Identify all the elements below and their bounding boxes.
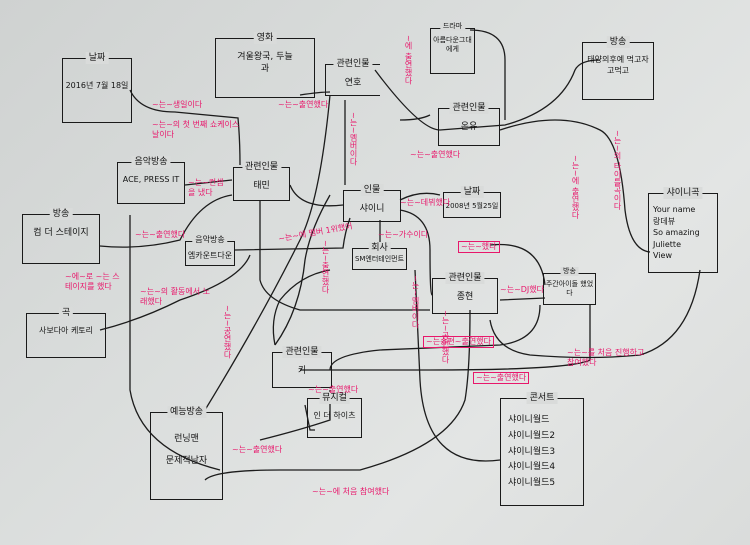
concert-item: 샤이니월드4 — [508, 462, 556, 473]
relation-label: ~는~데뷔했다 — [400, 198, 451, 207]
node-value: 종현 — [456, 292, 474, 302]
node-broadcast-stage: 방송 컴 더 스테이지 — [22, 208, 100, 264]
relation-label: ~는~출연했다 — [278, 100, 329, 109]
node-value: 태양의후예 먹고자고먹고 — [587, 55, 649, 75]
relation-label: ~는~에 처음 참여했다 — [312, 487, 390, 496]
relation-label: ~는~멤버이다 — [411, 275, 420, 329]
node-category: 샤이니곡 — [663, 187, 703, 200]
node-category: 관련인물 — [241, 161, 282, 174]
relation-label: ~에 출연했다 — [404, 35, 413, 85]
node-person-jonghyun: 관련인물 종현 — [432, 272, 498, 314]
relation-label: ~는~출연했다 — [473, 372, 530, 384]
node-broadcast-dots: 방송 태양의후예 먹고자고먹고 — [582, 36, 654, 100]
relation-label: ~는~DJ했다 — [500, 285, 545, 294]
node-category: 콘서트 — [526, 392, 558, 405]
node-drama: 드라마 아름다운그대에게 — [430, 22, 475, 74]
node-category: 방송 — [49, 208, 73, 221]
node-value: 2016년 7월 18일 — [65, 81, 129, 90]
node-company: 회사 SM엔터테인먼트 — [352, 242, 407, 270]
node-value: 컴 더 스테이지 — [33, 228, 89, 238]
node-group-shinee: 인물 샤이니 — [343, 184, 401, 222]
node-category: 관련인물 — [449, 102, 489, 115]
node-category: 인물 — [360, 184, 384, 197]
node-category: 방송 — [560, 267, 579, 277]
concert-item: 샤이니월드5 — [508, 478, 556, 488]
node-person-onew: 관련인물 온유 — [438, 102, 500, 146]
node-person-yeonho: 관련인물 연호 — [325, 58, 380, 96]
relation-label: ~는~출연했다 — [308, 385, 359, 394]
concert-item: 샤이니월드3 — [508, 446, 556, 457]
relation-label: ~는~생일이다 — [152, 100, 203, 109]
node-value: 겨울왕국, 두늘과 — [237, 52, 293, 75]
relation-label: ~는~출연했다 — [135, 230, 186, 239]
concert-item: 샤이니월드2 — [508, 430, 556, 441]
node-category: 뮤지컬 — [319, 392, 350, 405]
node-category: 관련인물 — [333, 58, 373, 71]
node-value: 샤이니 — [359, 204, 385, 214]
song-item: Your name — [653, 205, 696, 214]
node-music-show-mcountdown: 음악방송 엠카운트다운 — [185, 235, 235, 266]
node-value: 2008년 5월25일 — [445, 202, 499, 210]
variety-item: 런닝맨 — [174, 434, 199, 444]
node-category: 영화 — [253, 32, 277, 45]
node-date-birthday: 날짜 2016년 7월 18일 — [62, 52, 132, 123]
song-item: View — [653, 251, 672, 261]
node-musical: 뮤지컬 인 더 하이츠 — [307, 392, 362, 438]
node-category: 회사 — [368, 242, 391, 255]
song-item: 랑데뷰 — [653, 216, 676, 226]
node-value: 주간아이돌 했었다 — [545, 280, 594, 298]
song-item: So amazing — [653, 228, 700, 238]
node-movie: 영화 겨울왕국, 두늘과 — [215, 32, 315, 98]
relation-label: ~는~했다 — [458, 241, 500, 253]
relation-label: ~는~가수이다 — [378, 230, 429, 239]
relation-label: ~는~의 타이틀곡이다 — [613, 130, 622, 210]
node-category: 곡 — [58, 307, 74, 320]
relation-label: ~는~를 처음 진행하고 참여했다 — [567, 348, 645, 367]
node-concert: 콘서트 샤이니월드 샤이니월드2 샤이니월드3 샤이니월드4 샤이니월드5 — [500, 392, 584, 506]
concert-item: 샤이니월드 — [508, 415, 550, 425]
node-value: 아름다운그대에게 — [433, 36, 472, 54]
node-person-key: 관련인물 키 — [272, 346, 332, 388]
node-variety: 예능방송 런닝맨 문제적남자 — [150, 406, 223, 500]
relation-label: ~는~출연했다 — [232, 445, 283, 454]
node-category: 관련인물 — [282, 346, 322, 359]
node-date-debut: 날짜 2008년 5월25일 — [443, 186, 501, 218]
relation-label: ~는~공연했다 — [441, 310, 450, 364]
node-music-show-ace: 음악방송 ACE, PRESS IT — [117, 156, 185, 204]
node-category: 관련인물 — [445, 272, 485, 285]
node-category: 날짜 — [460, 186, 484, 199]
relation-label: ~는~의 첫 번째 쇼케이스 날이다 — [152, 120, 240, 139]
node-category: 방송 — [606, 36, 630, 49]
node-value: 연호 — [344, 78, 362, 88]
node-person-taemin: 관련인물 태민 — [233, 161, 290, 201]
relation-label: ~는~에 출연했다 — [571, 155, 580, 219]
node-value: SM엔터테인먼트 — [354, 255, 405, 263]
node-song: 곡 사보다아 케토리 — [26, 307, 106, 358]
relation-label: ~는~의 활동에서 노래했다 — [140, 287, 211, 306]
song-item: Juliette — [653, 239, 681, 249]
relation-label: ~는~멤버이다 — [349, 112, 358, 166]
node-category: 예능방송 — [166, 406, 207, 419]
node-category: 음악방송 — [131, 156, 171, 169]
node-value: 온유 — [460, 122, 478, 132]
node-value: 키 — [297, 366, 307, 376]
node-value: 사보다아 케토리 — [38, 326, 94, 335]
node-value: ACE, PRESS IT — [122, 175, 180, 184]
node-songs-list: 샤이니곡 Your name 랑데뷰 So amazing Juliette V… — [648, 187, 718, 273]
relation-label: ~에~로 ~는 스테이지를 했다 — [65, 272, 120, 291]
relation-label: ~는송편~출연했다 — [423, 336, 494, 348]
node-broadcast-weekly: 방송 주간아이돌 했었다 — [543, 267, 596, 305]
node-category: 드라마 — [439, 22, 466, 32]
node-category: 날짜 — [85, 52, 109, 65]
node-value: 인 더 하이츠 — [313, 411, 356, 420]
relation-label: ~는~공연했다 — [223, 305, 232, 359]
node-category: 음악방송 — [192, 235, 228, 246]
relation-label: ~는~컨셉을 냈다 — [188, 178, 224, 197]
node-value: 태민 — [253, 181, 270, 191]
variety-item: 문제적남자 — [165, 455, 208, 466]
node-value: 엠카운트다운 — [187, 251, 233, 260]
relation-label: ~는~출연했다 — [321, 240, 330, 294]
relation-label: ~는~출연했다 — [410, 150, 461, 159]
